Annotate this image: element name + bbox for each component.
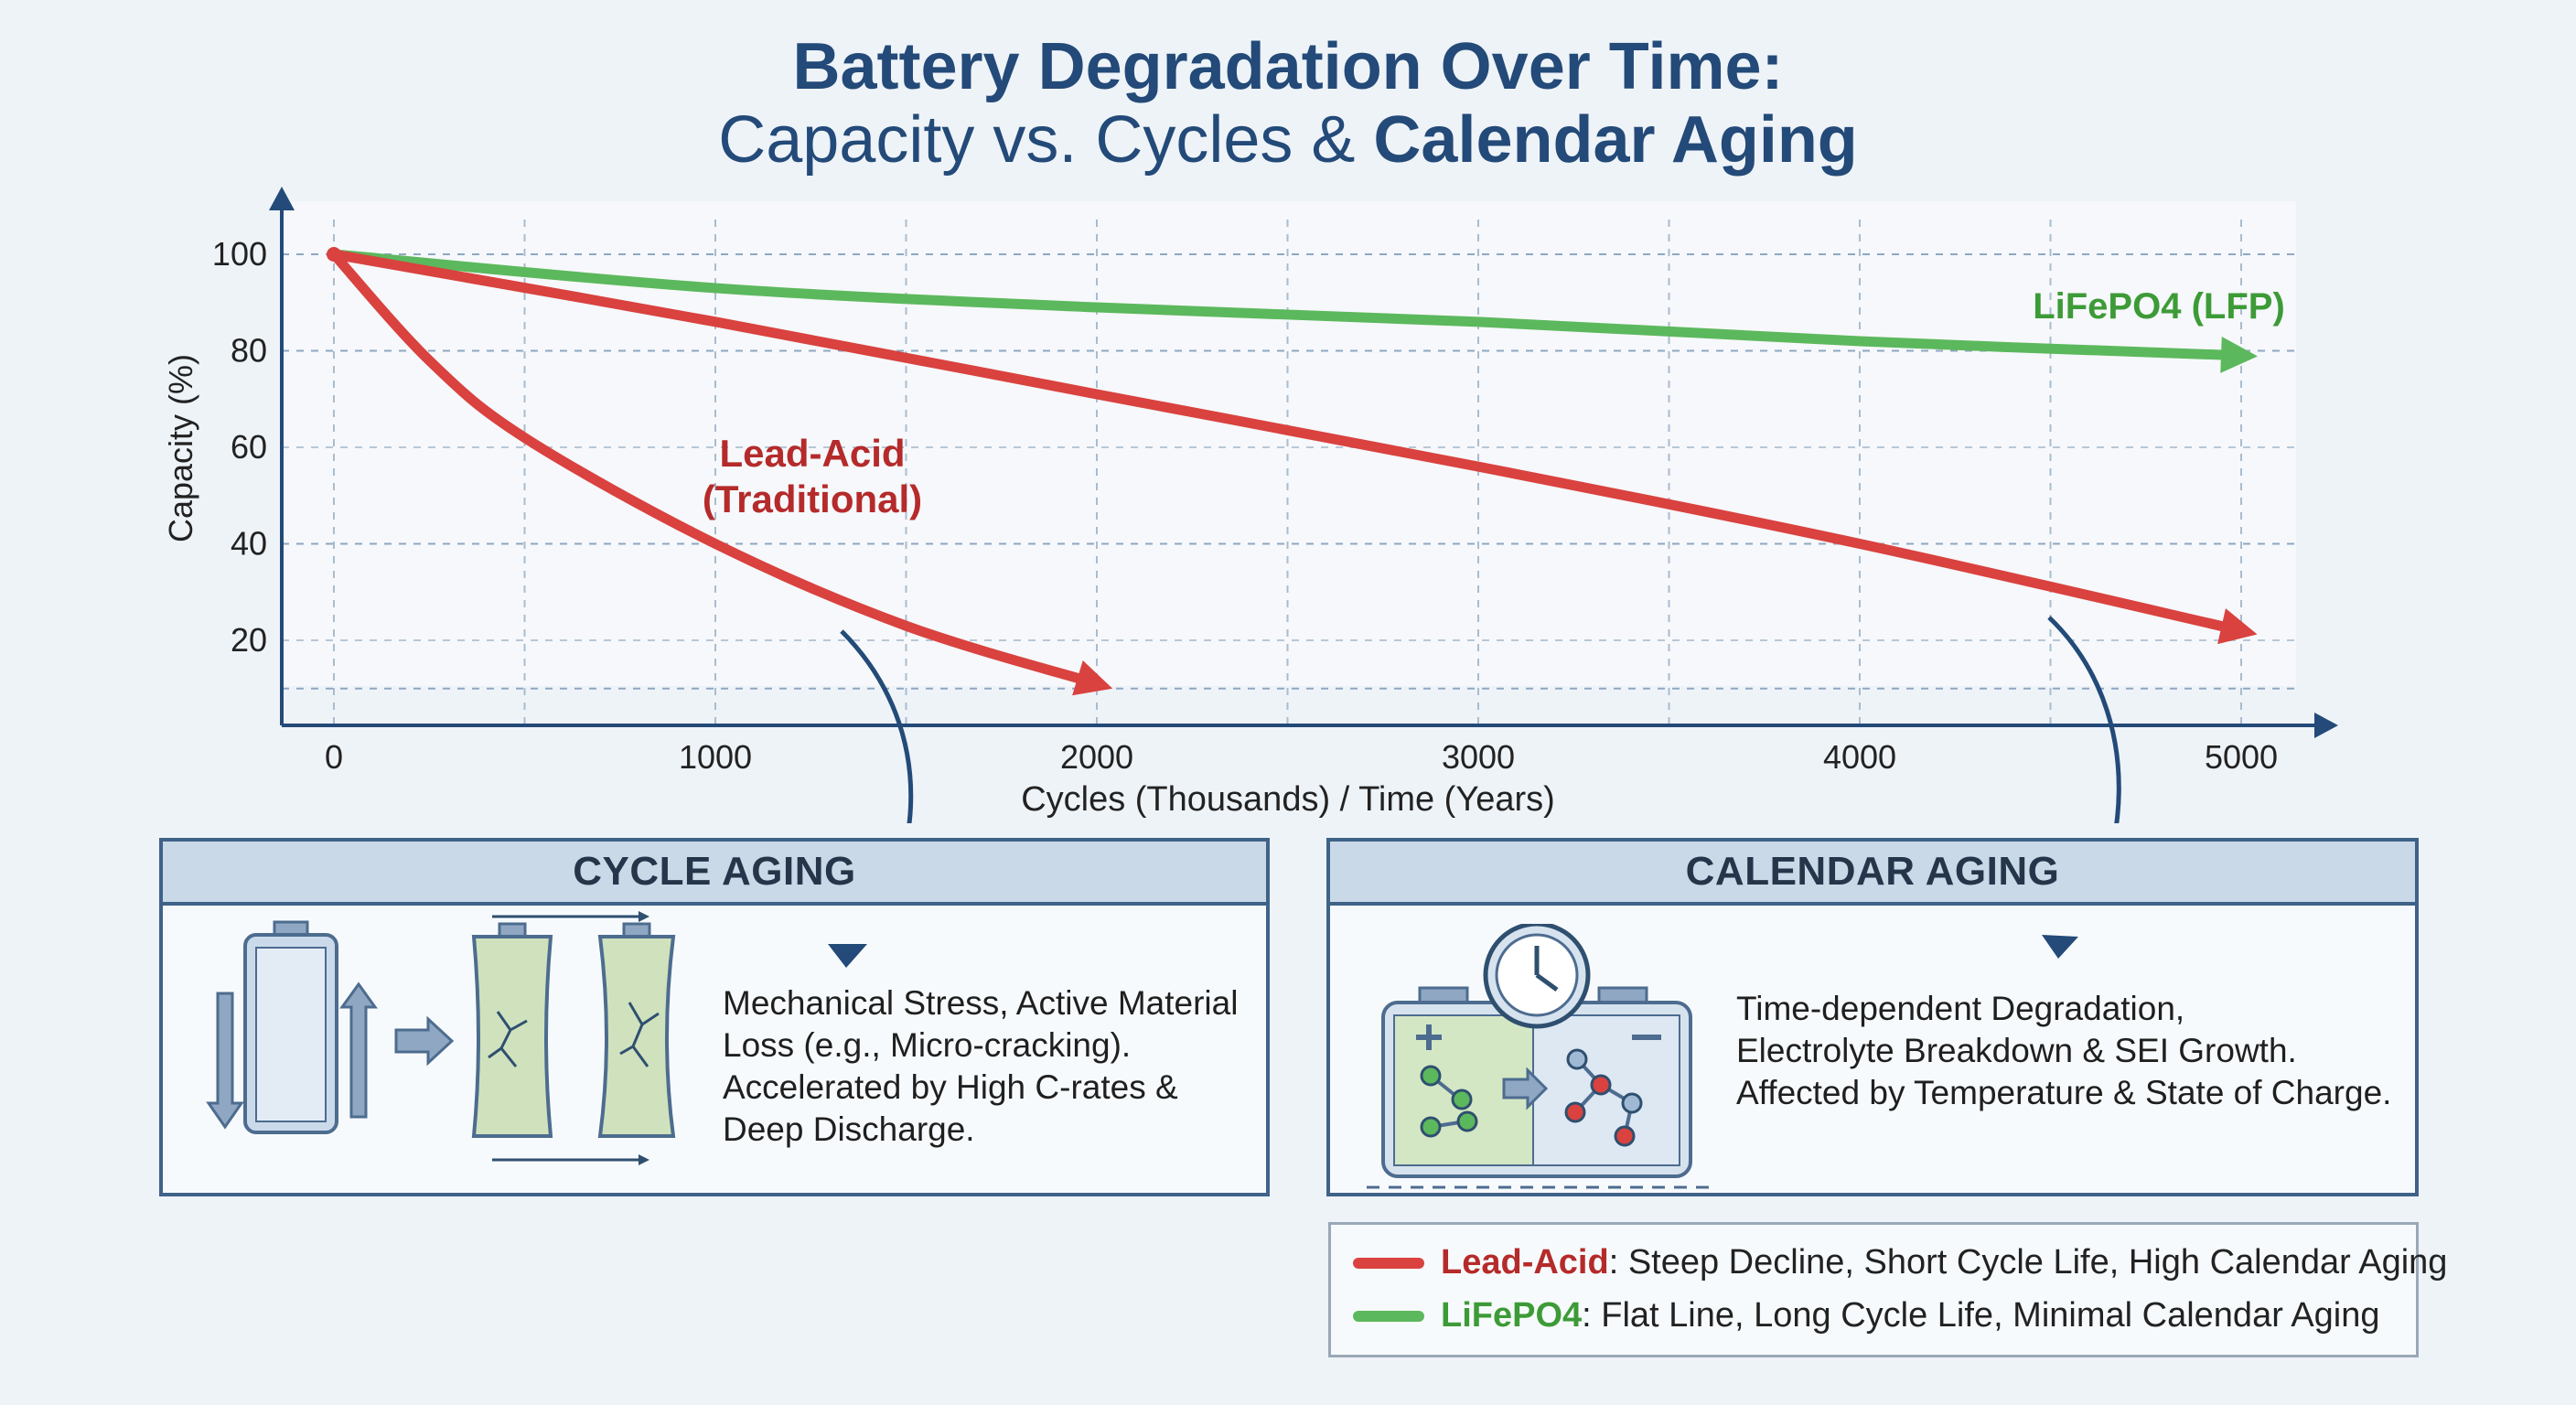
cycle-aging-panel: CYCLE AGING [159,838,1270,1196]
x-tick-label: 0 [325,738,343,776]
legend-item-lead-acid: Lead-Acid : Steep Decline, Short Cycle L… [1353,1243,2447,1282]
cycle-text-line3: Accelerated by High C-rates & [723,1068,1178,1106]
battery-icon [243,920,338,1134]
cycle-aging-illustration [206,911,676,1165]
arrow-right-icon [394,1015,455,1067]
calendar-text-line2: Electrolyte Breakdown & SEI Growth. [1736,1032,2297,1069]
battery-icon [1367,986,1714,1189]
clock-icon [1483,924,1591,1029]
lead-acid-label-line1: Lead-Acid [719,432,905,475]
x-tick-label: 2000 [1060,738,1133,776]
calendar-callout-arrow [2047,616,2121,823]
calendar-aging-panel: CALENDAR AGING [1326,838,2419,1196]
legend: Lead-Acid : Steep Decline, Short Cycle L… [1328,1222,2447,1357]
cycle-aging-description: Mechanical Stress, Active Material Loss … [723,982,1238,1151]
lead-acid-steep-line [328,249,1102,689]
lfp-series-label: LiFePO4 (LFP) [2033,286,2285,327]
page-title: Battery Degradation Over Time: [792,30,1784,103]
tick-labels: 0 1000 2000 3000 4000 5000 20 40 60 80 100 [212,235,2278,776]
cracked-cell-icon [471,911,676,1165]
lead-acid-line [328,249,2247,636]
x-tick-label: 1000 [679,738,752,776]
lfp-line [328,249,2247,361]
y-tick-label: 60 [231,428,267,466]
legend-name-lifepo4: LiFePO4 [1441,1296,1583,1335]
legend-name-lead-acid: Lead-Acid [1441,1243,1609,1282]
y-axis-arrowhead [269,187,295,210]
calendar-aging-heading: CALENDAR AGING [1330,842,2415,906]
lfp-line-arrowhead [2220,336,2258,373]
lead-acid-label-line2: (Traditional) [703,477,922,520]
up-down-arrows-icon [206,981,378,1130]
x-tick-label: 4000 [1823,738,1896,776]
y-tick-label: 100 [212,235,267,273]
calendar-aging-description: Time-dependent Degradation, Electrolyte … [1736,988,2391,1114]
subtitle-part-2: Calendar Aging [1373,103,1858,177]
degradation-chart: 0 1000 2000 3000 4000 5000 20 40 60 80 100 LiFePO4… [162,187,2338,823]
legend-item-lifepo4: LiFePO4 : Flat Line, Long Cycle Life, Mi… [1353,1296,2380,1335]
cycle-text-line4: Deep Discharge. [723,1110,975,1148]
x-tick-label: 3000 [1442,738,1515,776]
y-axis-label: Capacity (%) [162,354,199,542]
legend-desc-lead-acid: : Steep Decline, Short Cycle Life, High … [1608,1243,2448,1282]
molecule-icon [1420,1048,1643,1147]
lead-acid-line-arrowhead [2217,608,2258,645]
y-tick-label: 40 [231,525,267,563]
series-lines [327,247,2258,696]
legend-swatch-lifepo4 [1353,1310,1424,1322]
calendar-text-line1: Time-dependent Degradation, [1736,990,2185,1027]
x-axis-label: Cycles (Thousands) / Time (Years) [1021,780,1555,819]
calendar-aging-illustration [1367,924,1714,1189]
axes [269,187,2338,738]
x-axis-arrowhead [2314,713,2338,738]
y-tick-label: 80 [231,332,267,370]
x-tick-label: 5000 [2205,738,2278,776]
cycle-text-line2: Loss (e.g., Micro-cracking). [723,1026,1132,1064]
y-tick-label: 20 [231,621,267,659]
grid [282,220,2296,725]
calendar-text-line3: Affected by Temperature & State of Charg… [1736,1074,2392,1111]
origin-point [327,247,341,262]
cycle-text-line1: Mechanical Stress, Active Material [723,984,1239,1022]
page-subtitle: Capacity vs. Cycles & Calendar Aging [0,102,2576,177]
cycle-callout-arrow [840,629,914,823]
legend-swatch-lead-acid [1353,1257,1424,1269]
cycle-aging-heading: CYCLE AGING [163,842,1266,906]
lead-acid-steep-line-arrowhead [1072,660,1113,696]
subtitle-part-1: Capacity vs. Cycles & [718,103,1374,177]
legend-desc-lifepo4: : Flat Line, Long Cycle Life, Minimal Ca… [1582,1296,2380,1335]
